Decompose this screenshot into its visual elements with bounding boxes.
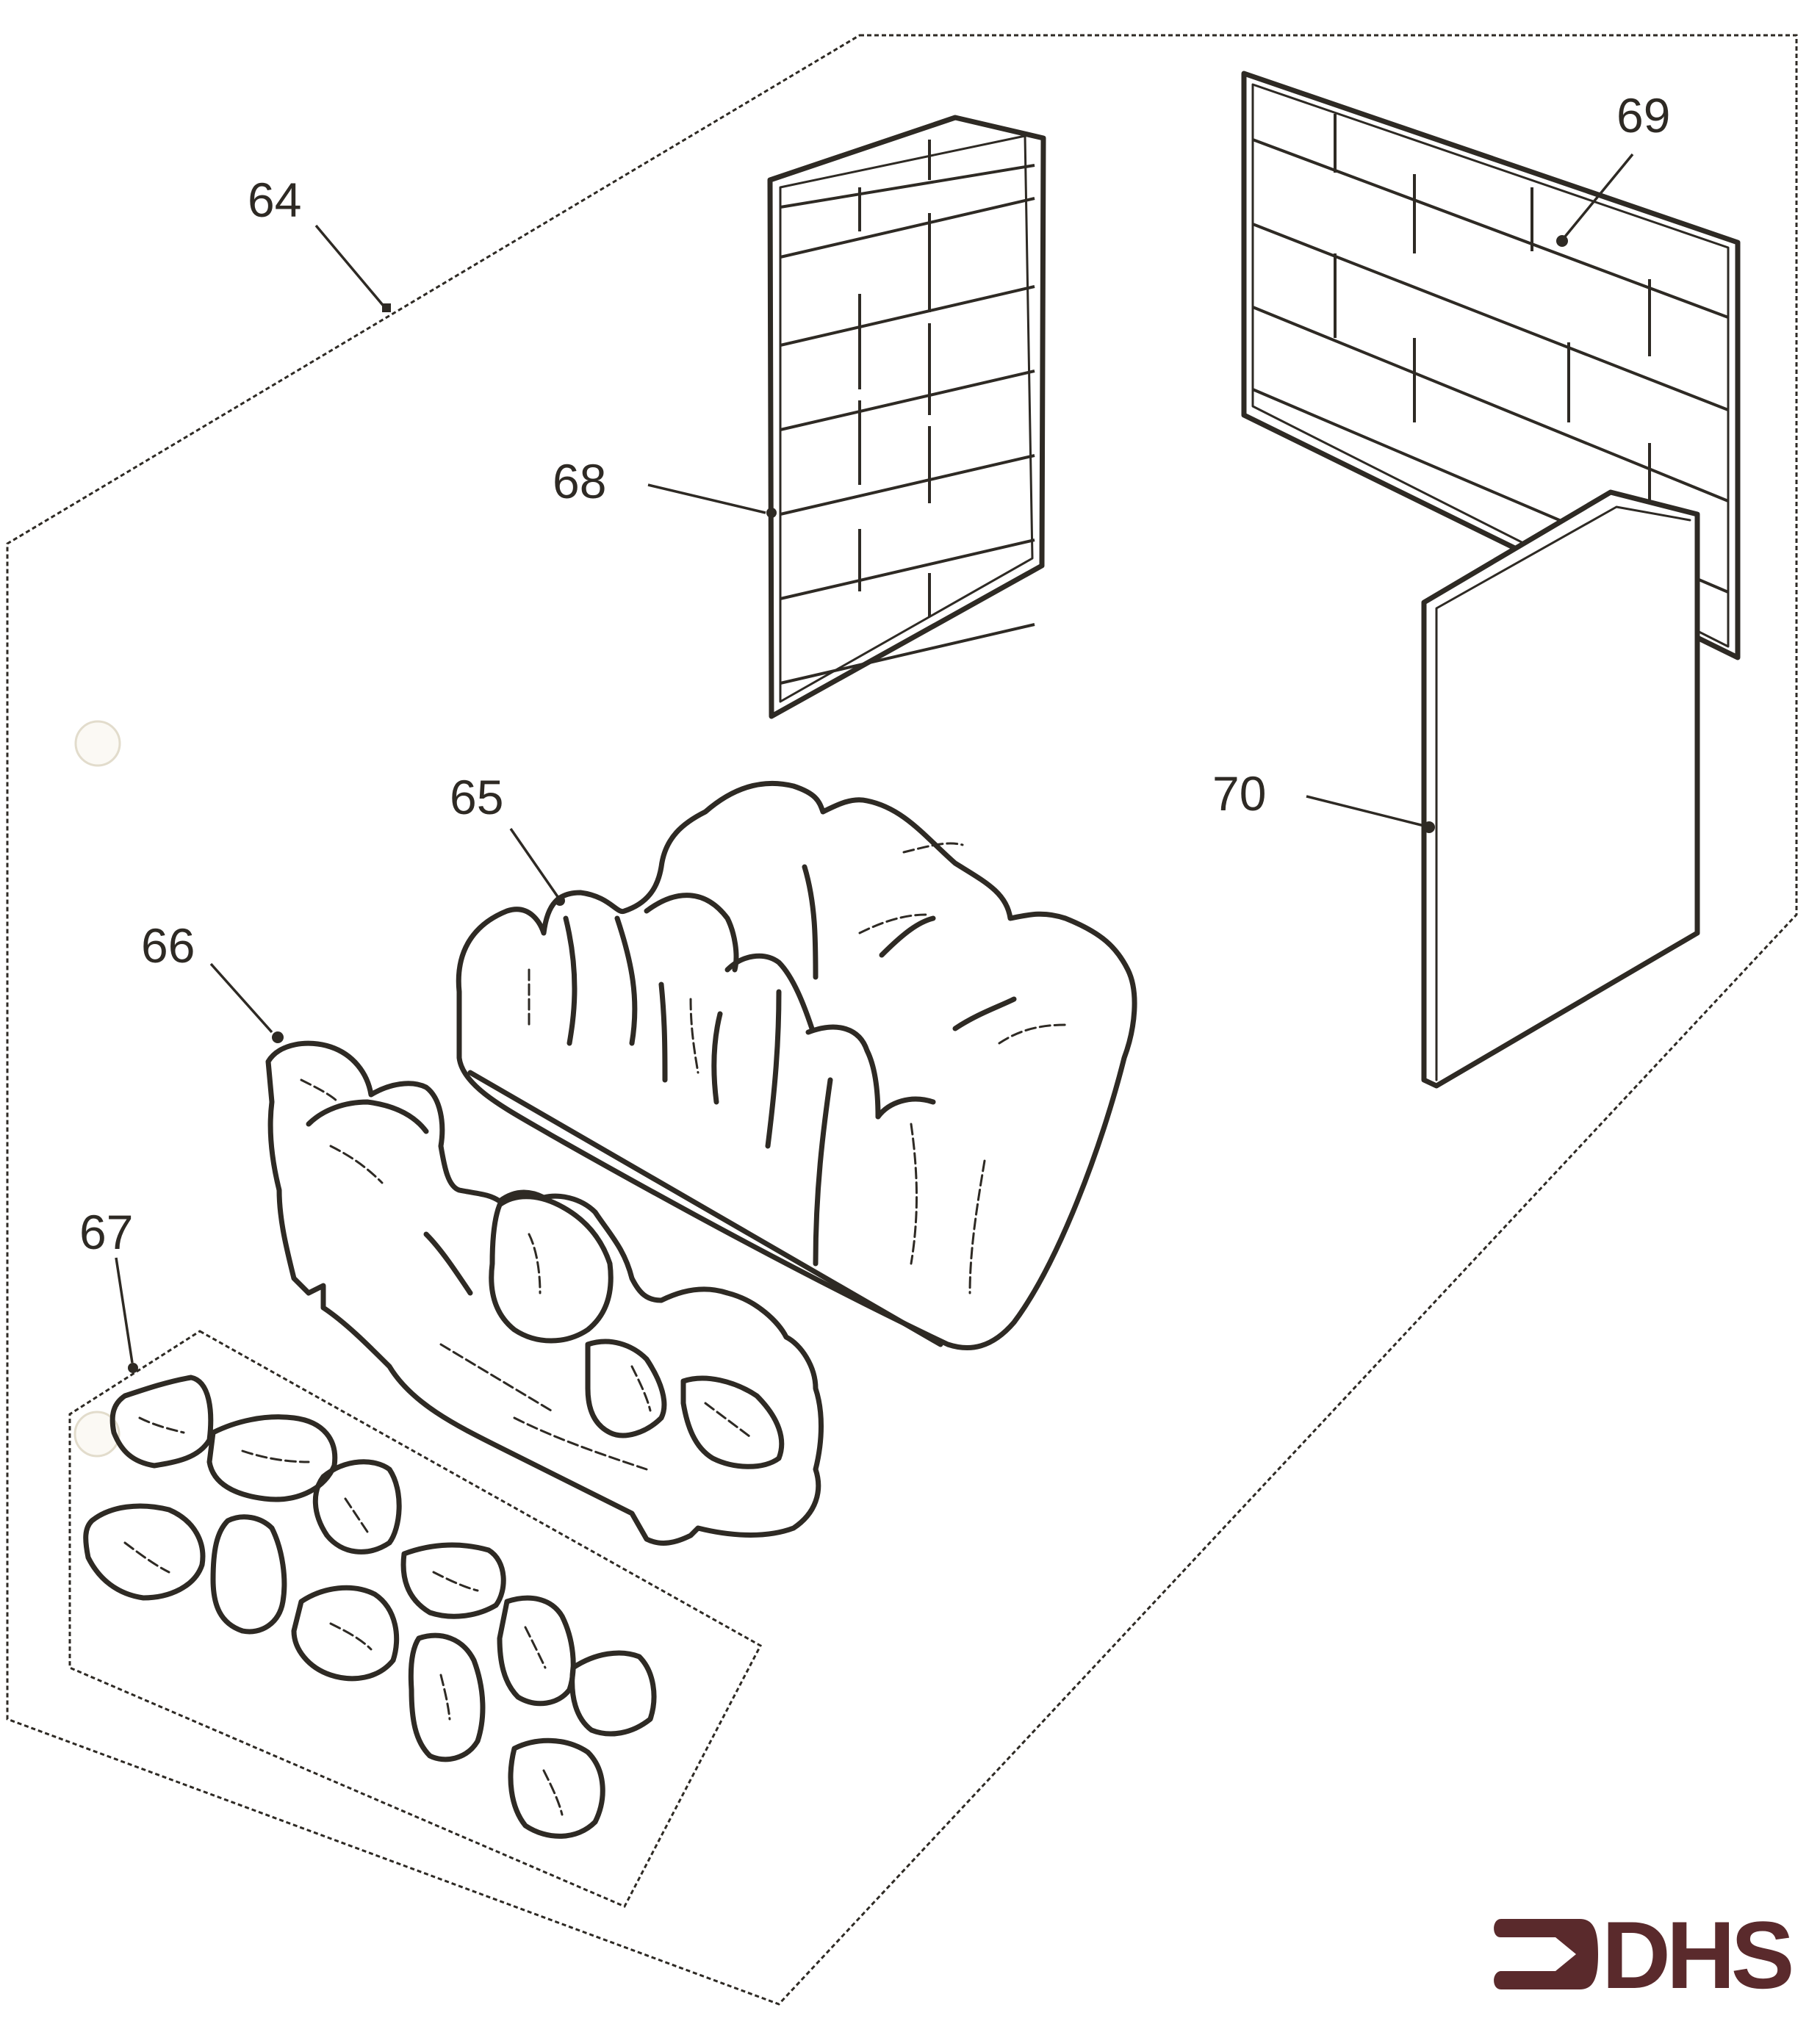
punch-hole-top bbox=[74, 720, 121, 767]
part-label-70: 70 bbox=[1212, 766, 1266, 821]
pebble bbox=[206, 1414, 338, 1502]
part-label-69: 69 bbox=[1616, 88, 1670, 143]
rear-log-set-65 bbox=[456, 780, 1137, 1351]
part-label-67: 67 bbox=[79, 1205, 133, 1259]
callout-69: 69 bbox=[1556, 88, 1670, 247]
callout-64: 64 bbox=[248, 173, 391, 312]
callout-70: 70 bbox=[1212, 766, 1435, 833]
pebble bbox=[569, 1650, 657, 1737]
callout-65: 65 bbox=[450, 770, 565, 906]
callout-66: 66 bbox=[141, 918, 284, 1043]
kit-boundary-64 bbox=[6, 34, 1798, 2006]
front-log-set-66 bbox=[265, 1040, 824, 1546]
callout-68: 68 bbox=[553, 454, 777, 518]
logo-text: DHS bbox=[1602, 1901, 1791, 2009]
pebble bbox=[83, 1503, 206, 1601]
pebble bbox=[508, 1737, 605, 1839]
callout-67: 67 bbox=[79, 1205, 138, 1373]
pebble-tray-boundary bbox=[68, 1330, 763, 1908]
arrow-into-bracket-icon bbox=[1494, 1919, 1598, 1989]
part-label-64: 64 bbox=[248, 173, 301, 227]
pebble bbox=[109, 1375, 214, 1469]
pebble bbox=[497, 1595, 576, 1707]
part-label-65: 65 bbox=[450, 770, 503, 824]
left-brick-panel-68 bbox=[767, 115, 1046, 719]
dhs-logo: DHS bbox=[1494, 1901, 1796, 2009]
punch-hole-bottom bbox=[73, 1411, 121, 1458]
pebble bbox=[312, 1459, 402, 1555]
part-label-68: 68 bbox=[553, 454, 606, 508]
pebble bbox=[210, 1514, 287, 1635]
pebble-set-67 bbox=[83, 1375, 657, 1839]
pebble bbox=[291, 1585, 400, 1682]
part-label-66: 66 bbox=[141, 918, 195, 973]
pebble bbox=[400, 1542, 506, 1619]
right-plain-panel-70 bbox=[1421, 489, 1700, 1089]
pebble bbox=[408, 1632, 486, 1762]
